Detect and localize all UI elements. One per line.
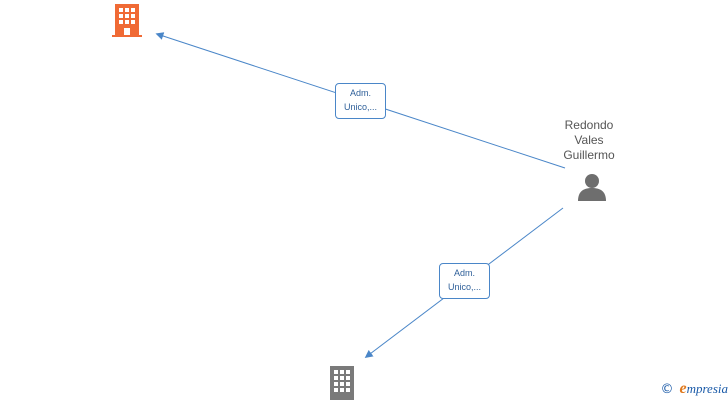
edge-label-top-line-1: Adm.: [349, 88, 371, 98]
edge-label-bottom-line-2: Unico,...: [447, 282, 481, 292]
edge-label-bottom[interactable]: Adm. Unico,...: [439, 263, 490, 299]
company-bottom-building-icon[interactable]: [325, 364, 359, 400]
empresia-watermark: © empresia: [660, 380, 728, 398]
brand-name: mpresia: [686, 381, 728, 396]
brand-initial: e: [679, 380, 687, 397]
edge-label-bottom-line-1: Adm.: [453, 268, 475, 278]
person-name[interactable]: Redondo Vales Guillermo: [549, 118, 629, 163]
person-icon[interactable]: [576, 172, 608, 202]
edge-label-top-line-2: Unico,...: [343, 102, 377, 112]
person-name-line-1: Redondo: [564, 118, 614, 132]
person-name-line-2: Vales: [574, 133, 604, 147]
copyright-symbol: ©: [660, 382, 674, 397]
edge-label-top[interactable]: Adm. Unico,...: [335, 83, 386, 119]
person-name-line-3: Guillermo: [563, 148, 615, 162]
company-top-building-icon[interactable]: [110, 2, 144, 38]
